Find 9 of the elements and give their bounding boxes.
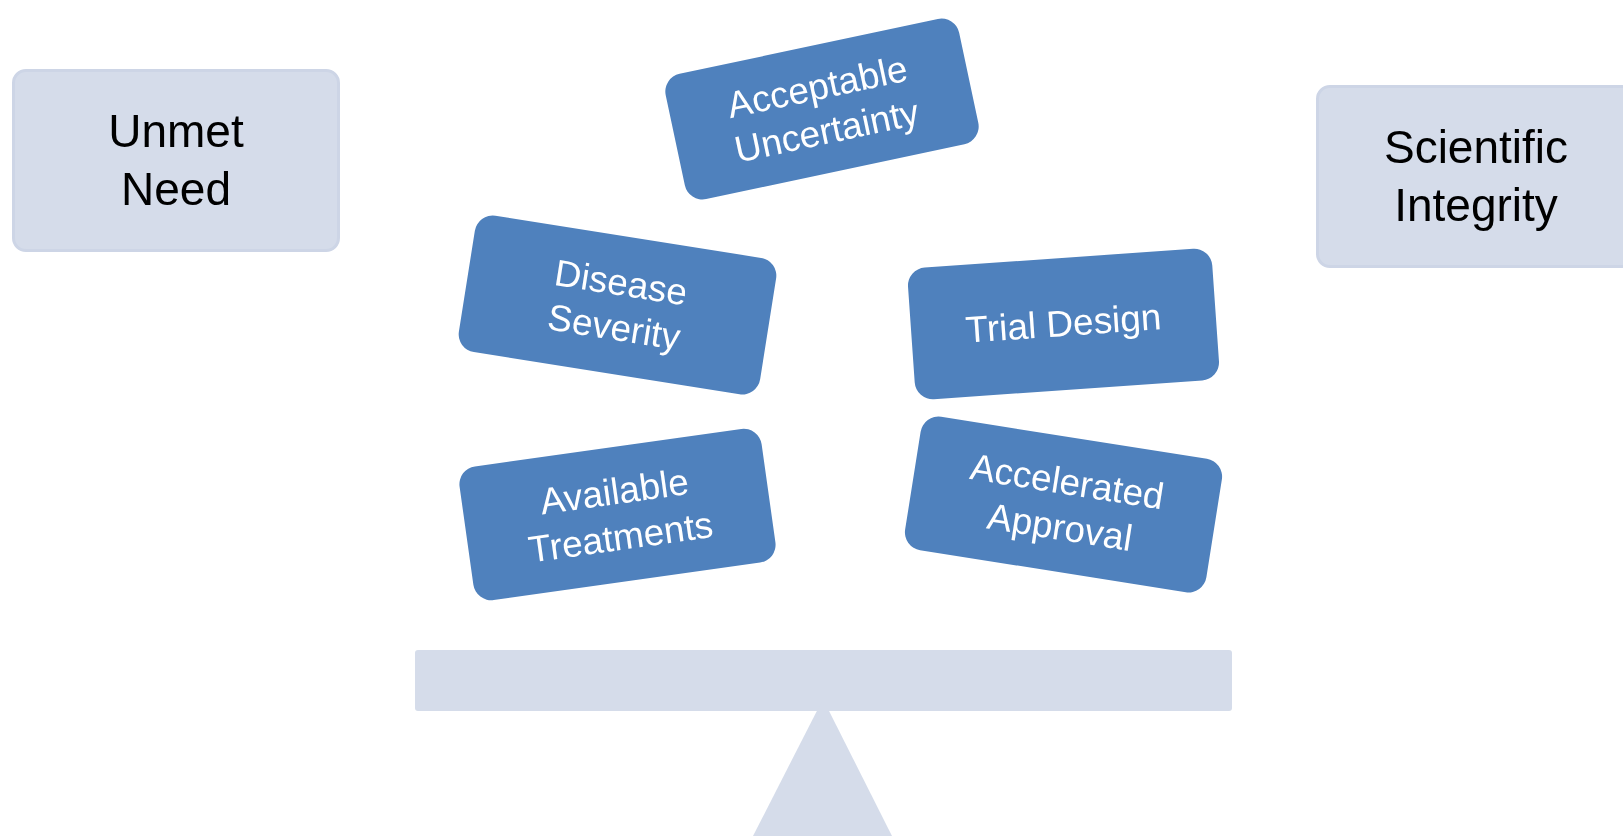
node-label: Scientific Integrity — [1382, 120, 1570, 233]
node-label: Unmet Need — [107, 104, 245, 217]
node-label: Acceptable Uncertainty — [722, 46, 924, 173]
node-label: Trial Design — [962, 295, 1164, 354]
node-label: Available Treatments — [524, 459, 716, 572]
node-label: Accelerated Approval — [965, 445, 1168, 560]
label-card — [1316, 85, 1623, 268]
node-label: Disease Severity — [543, 250, 691, 360]
label-card — [12, 69, 340, 252]
